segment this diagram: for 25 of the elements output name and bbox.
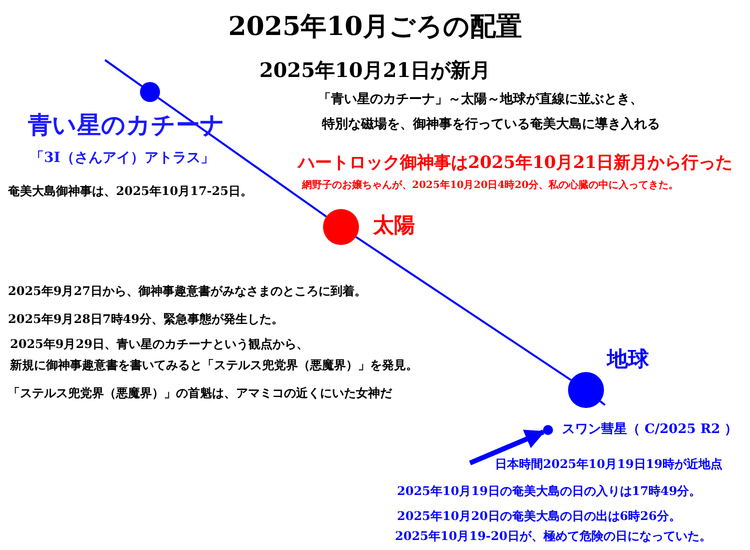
note-text: 「青い星のカチーナ」～太陽～地球が直線に並ぶとき、 [318,92,643,108]
note-text: 新規に御神事趣意書を書いてみると「ステルス兜党界（悪魔界）」を発見。 [10,358,418,373]
subtitle: 2025年10月21日が新月 [259,58,491,83]
alignment-line [104,59,142,88]
note-text: 2025年9月29日、青い星のカチーナという観点から、 [10,337,308,352]
note-text: 「ステルス兜党界（悪魔界）」の首魁は、アマミコの近くにいた女神だ [8,386,392,401]
note-text: 日本時間2025年10月19日19時が近地点 [495,457,722,472]
alignment-line [158,96,327,218]
earth-label: 地球 [607,346,649,372]
note-text: 奄美大島御神事は、2025年10月17-25日。 [8,184,252,199]
note-text: 2025年9月28日7時49分、緊急事態が発生した。 [8,312,284,327]
note-text: 特別な磁場を、御神事を行っている奄美大島に導き入れる [322,117,660,134]
alignment-line [355,236,572,381]
comet-label: スワン彗星（ C/2025 R2 ） [562,422,738,438]
sun-label: 太陽 [373,212,415,238]
alignment-line [600,400,606,406]
diagram-title: 2025年10月ごろの配置 [227,11,523,44]
note-text: 2025年10月19-20日が、極めて危険の日になっていた。 [395,529,712,544]
note-text: 2025年10月20日の奄美大島の日の出は6時26分。 [397,509,681,524]
highlight-text: ハートロック御神事は2025年10月21日新月から行った [298,153,733,174]
note-text: 2025年9月27日から、御神事趣意書がみなさまのところに到着。 [8,284,366,299]
note-text: 網野子のお嬢ちゃんが、2025年10月20日4時20分、私の心臓の中に入ってきた。 [302,180,679,192]
star-designation: 「3I（さんアイ）アトラス」 [30,150,214,168]
arrow [469,430,546,466]
note-text: 2025年10月19日の奄美大島の日の入りは17時49分。 [397,484,702,499]
